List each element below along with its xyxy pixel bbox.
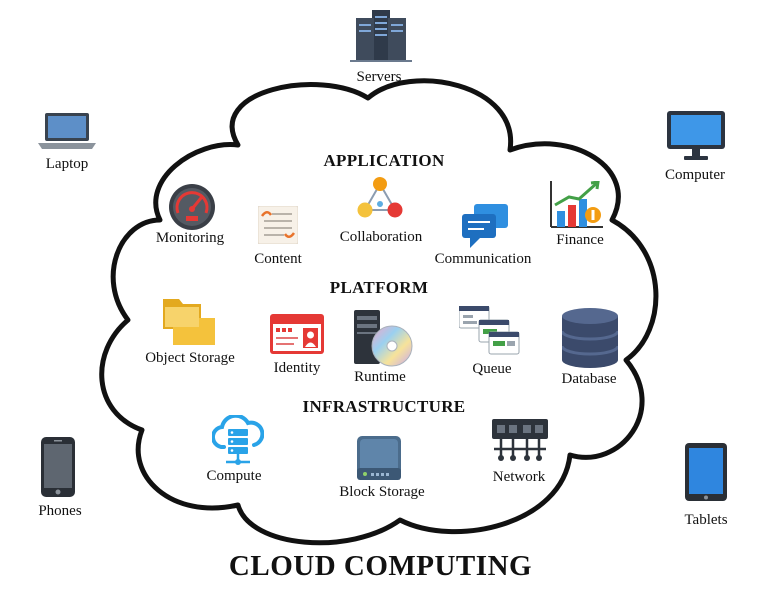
laptop-label: Laptop (45, 156, 89, 172)
smartphone-icon (41, 437, 75, 497)
servers-label: Servers (356, 69, 402, 85)
speedometer-icon (168, 183, 216, 231)
finance-label: Finance (556, 232, 604, 248)
platform-heading: PLATFORM (329, 278, 429, 297)
laptop-icon (38, 113, 96, 149)
identity-label: Identity (273, 360, 321, 376)
phones-label: Phones (38, 503, 82, 519)
collaboration-label: Collaboration (339, 229, 423, 245)
id-card-icon (270, 314, 324, 354)
application-heading: APPLICATION (323, 151, 445, 170)
storage-drive-icon (357, 436, 401, 480)
chat-bubbles-icon (462, 204, 510, 248)
monitor-icon (667, 111, 725, 161)
document-icon (258, 206, 298, 244)
collaboration-icon (357, 176, 403, 220)
folder-icon (163, 295, 215, 345)
database-icon (562, 308, 618, 368)
compute-label: Compute (206, 468, 262, 484)
network-switch-icon (492, 419, 548, 463)
computer-label: Computer (665, 167, 725, 183)
cloud-server-icon (212, 415, 264, 467)
queue-label: Queue (472, 361, 512, 377)
server-disc-icon (352, 310, 414, 368)
object-storage-label: Object Storage (145, 350, 235, 366)
communication-label: Communication (434, 251, 532, 267)
tablet-icon (685, 443, 727, 501)
monitoring-label: Monitoring (155, 230, 225, 246)
infrastructure-heading: INFRASTRUCTURE (302, 397, 466, 416)
server-rack-icon (350, 10, 412, 62)
block-storage-label: Block Storage (339, 484, 425, 500)
runtime-label: Runtime (354, 369, 406, 385)
database-label: Database (561, 371, 617, 387)
network-label: Network (492, 469, 546, 485)
content-label: Content (254, 251, 302, 267)
diagram-title: CLOUD COMPUTING (228, 550, 533, 582)
tablets-label: Tablets (684, 512, 728, 528)
window-queue-icon (459, 306, 521, 356)
growth-chart-icon (549, 181, 603, 229)
